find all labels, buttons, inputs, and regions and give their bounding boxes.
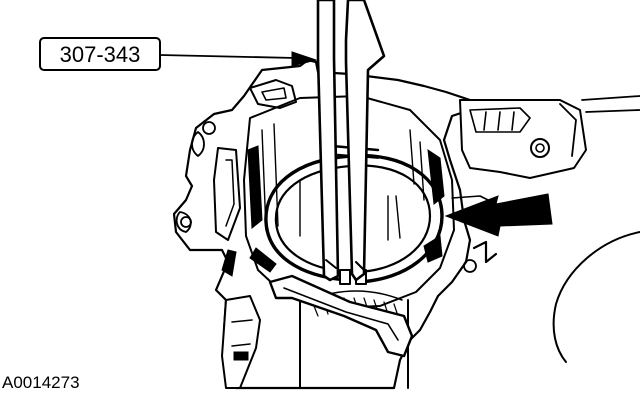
- callout-box: [39, 37, 161, 71]
- snap-ring-pliers: [316, 0, 386, 282]
- figure-id-label: A0014273: [2, 373, 80, 392]
- direction-arrow: [444, 193, 553, 237]
- tool-callout: 307-343: [39, 37, 318, 71]
- transmission-housing: [172, 58, 640, 390]
- tool-number-label: 307-343: [60, 42, 141, 67]
